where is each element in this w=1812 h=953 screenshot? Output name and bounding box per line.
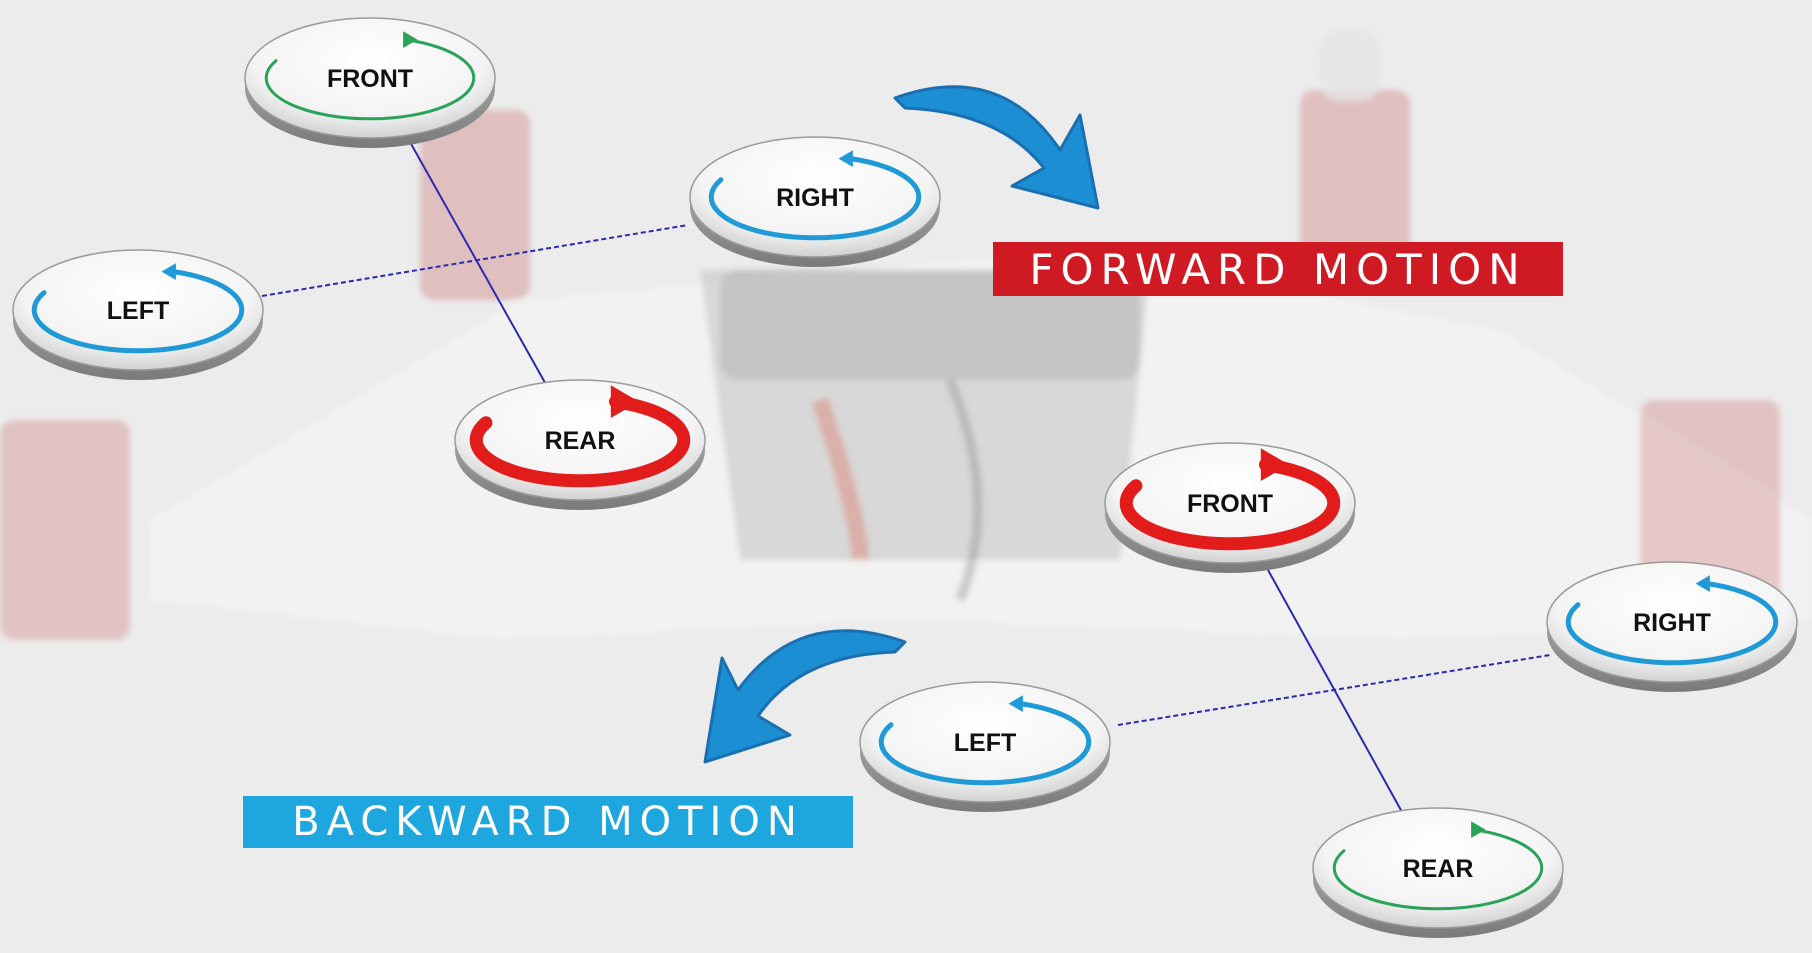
forward-front-motor-disk: FRONT: [244, 17, 496, 148]
rotation-arrow-icon: [264, 38, 476, 121]
forward-left-motor-disk: LEFT: [12, 249, 264, 380]
rotation-arrowhead-icon: [1471, 821, 1486, 839]
drone-background-photo: [0, 30, 1812, 640]
disk-top: [12, 249, 264, 371]
motor-link-lines: [261, 141, 1551, 813]
backward-front-motor-disk: FRONT: [1104, 442, 1356, 573]
rotation-arrow-icon: [31, 269, 245, 354]
left-right-link-2: [1117, 654, 1551, 726]
forward-right-motor-disk: RIGHT: [689, 136, 941, 267]
rotation-arrowhead-icon: [838, 150, 853, 168]
rotation-arrowhead-icon: [1260, 448, 1289, 482]
rotation-arrow-icon: [1119, 458, 1341, 551]
rotation-arrowhead-icon: [161, 263, 176, 281]
rotation-arrowhead-icon: [1695, 575, 1710, 593]
front-rear-link-2: [1267, 569, 1403, 813]
rotation-arrowhead-icon: [610, 385, 639, 419]
backward-rear-motor-disk: REAR: [1312, 807, 1564, 938]
rotation-arrow-icon: [1332, 828, 1544, 911]
rotation-arrow-icon: [469, 395, 691, 488]
backward-motion-arrow-icon: [703, 629, 907, 764]
front-rear-link-1: [409, 141, 549, 389]
rotation-arrowhead-icon: [403, 31, 418, 49]
backward-left-motor-disk: LEFT: [859, 681, 1111, 812]
disk-top: [1546, 561, 1798, 683]
disk-top: [859, 681, 1111, 803]
motor-label: REAR: [1403, 855, 1474, 883]
disk-top: [244, 17, 496, 139]
forward-rear-motor-disk: REAR: [454, 379, 706, 510]
rotation-arrowhead-icon: [1008, 695, 1023, 713]
motor-label: RIGHT: [1633, 609, 1711, 637]
backward-motion-label: BACKWARD MOTION: [243, 796, 853, 848]
forward-motion-label: FORWARD MOTION: [993, 242, 1563, 296]
rotation-arrow-icon: [878, 701, 1092, 786]
disk-top: [1312, 807, 1564, 929]
motor-label: FRONT: [327, 65, 413, 93]
motor-label: FRONT: [1187, 490, 1273, 518]
backward-right-motor-disk: RIGHT: [1546, 561, 1798, 692]
motor-label: LEFT: [954, 729, 1017, 757]
forward-motion-arrow-icon: [893, 85, 1100, 210]
rotation-arrow-icon: [708, 156, 922, 241]
rotation-arrow-icon: [1565, 581, 1779, 666]
motor-label: LEFT: [107, 297, 170, 325]
disk-top: [689, 136, 941, 258]
motor-label: REAR: [545, 427, 616, 455]
motor-label: RIGHT: [776, 184, 854, 212]
